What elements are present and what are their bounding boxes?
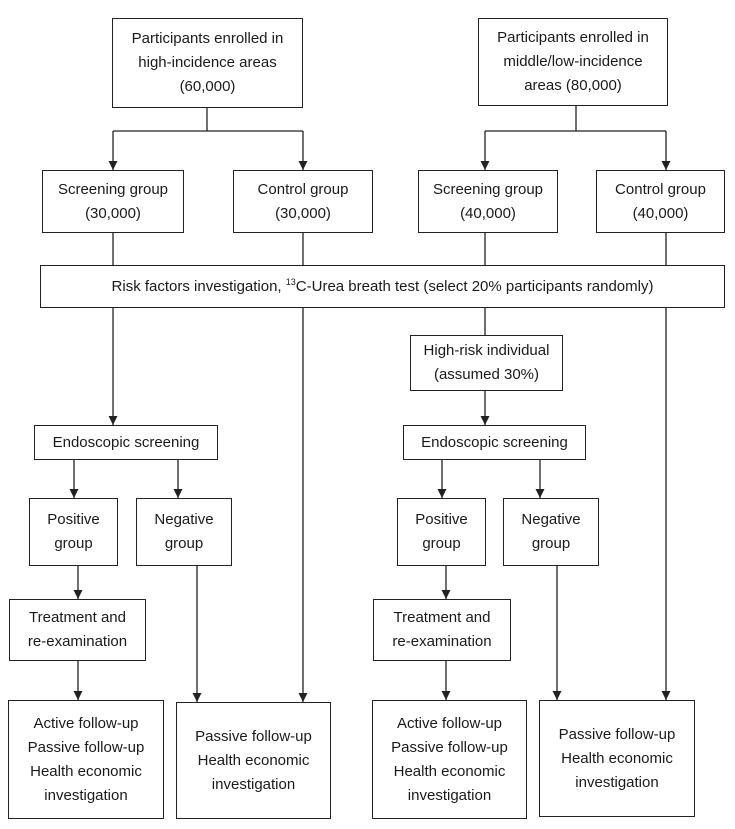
positive-group-right-line-1: Positive xyxy=(415,511,468,528)
active-left-line-3: Health economic xyxy=(30,762,142,780)
passive-right-line-1: Passive follow-up xyxy=(558,725,676,743)
positive-group-left-line-2: group xyxy=(54,535,93,552)
treatment-right-box: Treatment and re-examination xyxy=(373,599,511,661)
active-left-line-1: Active follow-up xyxy=(33,714,139,732)
active-follow-up-left-box: Active follow-up Passive follow-up Healt… xyxy=(8,700,164,819)
risk-factors-box: Risk factors investigation, 13C-Urea bre… xyxy=(40,265,725,308)
enroll-high-line-2: high-incidence areas xyxy=(138,54,277,71)
enroll-mid-line-3: areas (80,000) xyxy=(524,77,622,94)
screening-group-high-line-1: Screening group xyxy=(57,180,169,198)
negative-group-left-line-2: group xyxy=(164,535,204,552)
negative-group-left-line-1: Negative xyxy=(154,511,214,528)
endoscopic-screening-right-label: Endoscopic screening xyxy=(421,433,568,451)
control-group-high-box: Control group (30,000) xyxy=(233,170,373,233)
screening-group-high-box: Screening group (30,000) xyxy=(42,170,184,233)
active-right-line-1: Active follow-up xyxy=(396,714,503,732)
enroll-high-line-3: (60,000) xyxy=(179,78,236,95)
negative-group-right-box: Negative group xyxy=(503,498,599,566)
screening-group-mid-box: Screening group (40,000) xyxy=(418,170,558,233)
passive-right-line-3: investigation xyxy=(575,773,659,791)
active-right-line-2: Passive follow-up xyxy=(391,738,508,756)
active-left-line-4: investigation xyxy=(44,786,128,804)
control-group-mid-box: Control group (40,000) xyxy=(596,170,725,233)
high-risk-line-1: High-risk individual xyxy=(423,342,550,359)
screening-group-high-line-2: (30,000) xyxy=(85,204,141,222)
passive-follow-up-right-box: Passive follow-up Health economic invest… xyxy=(539,700,695,817)
positive-group-left-line-1: Positive xyxy=(47,511,100,528)
positive-group-left-box: Positive group xyxy=(29,498,118,566)
enroll-mid-box: Participants enrolled in middle/low-inci… xyxy=(478,18,668,106)
negative-group-left-box: Negative group xyxy=(136,498,232,566)
enroll-mid-line-2: middle/low-incidence xyxy=(503,53,643,70)
active-right-line-4: investigation xyxy=(407,786,492,804)
enroll-high-box: Participants enrolled in high-incidence … xyxy=(112,18,303,108)
negative-group-right-line-2: group xyxy=(531,535,571,552)
control-group-high-line-2: (30,000) xyxy=(275,204,331,222)
active-right-line-3: Health economic xyxy=(393,762,506,780)
endoscopic-screening-left-box: Endoscopic screening xyxy=(34,425,218,460)
risk-factors-suffix: C-Urea breath test (select 20% participa… xyxy=(295,277,654,295)
high-risk-individual-box: High-risk individual (assumed 30%) xyxy=(410,335,563,391)
control-group-high-line-1: Control group xyxy=(257,180,349,198)
active-left-line-2: Passive follow-up xyxy=(27,738,145,756)
negative-group-right-line-1: Negative xyxy=(521,511,581,528)
treatment-right-line-1: Treatment and xyxy=(393,609,491,626)
treatment-left-box: Treatment and re-examination xyxy=(9,599,146,661)
screening-group-mid-line-2: (40,000) xyxy=(460,204,516,222)
positive-group-right-box: Positive group xyxy=(397,498,486,566)
endoscopic-screening-left-label: Endoscopic screening xyxy=(52,433,200,451)
treatment-right-line-2: re-examination xyxy=(392,633,492,650)
enroll-mid-line-1: Participants enrolled in xyxy=(497,29,649,46)
treatment-left-line-1: Treatment and xyxy=(29,609,126,626)
high-risk-line-2: (assumed 30%) xyxy=(433,366,540,383)
endoscopic-screening-right-box: Endoscopic screening xyxy=(403,425,586,460)
passive-left-line-1: Passive follow-up xyxy=(195,727,312,745)
risk-factors-prefix: Risk factors investigation, xyxy=(111,277,286,295)
passive-left-line-2: Health economic xyxy=(197,751,310,769)
passive-follow-up-left-box: Passive follow-up Health economic invest… xyxy=(176,702,331,819)
passive-right-line-2: Health economic xyxy=(561,749,673,767)
passive-left-line-3: investigation xyxy=(211,775,296,793)
control-group-mid-line-1: Control group xyxy=(615,180,706,198)
enroll-high-line-1: Participants enrolled in xyxy=(131,30,284,47)
risk-factors-label: Risk factors investigation, 13C-Urea bre… xyxy=(112,275,654,299)
control-group-mid-line-2: (40,000) xyxy=(632,204,689,222)
positive-group-right-line-2: group xyxy=(422,535,461,552)
risk-factors-isotope-superscript: 13 xyxy=(285,276,296,287)
treatment-left-line-2: re-examination xyxy=(27,633,128,650)
active-follow-up-right-box: Active follow-up Passive follow-up Healt… xyxy=(372,700,527,819)
screening-group-mid-line-1: Screening group xyxy=(432,180,544,198)
